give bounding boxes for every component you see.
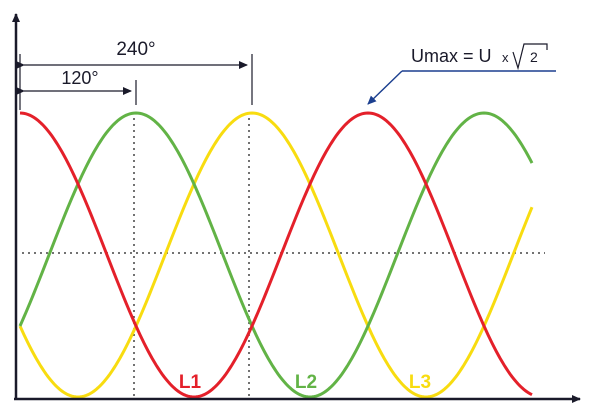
umax-root-arg: 2 [530,49,538,65]
phase-curve-l3 [18,111,534,399]
phase-curve-l2 [18,111,534,399]
umax-lhs: Umax = U [411,46,492,66]
umax-leader-arrow [367,70,403,105]
phase-label-l3: L3 [409,372,431,393]
phase-label-l2: L2 [295,372,317,393]
phase-label-l1: L1 [179,372,202,393]
label-120-degrees: 120° [61,68,98,88]
square-root-icon [512,43,548,71]
umax-times: x [502,50,509,65]
umax-annotation: Umax = U x 2 [367,43,556,105]
label-240-degrees: 240° [116,39,155,60]
phase-curve-l1 [19,111,533,399]
